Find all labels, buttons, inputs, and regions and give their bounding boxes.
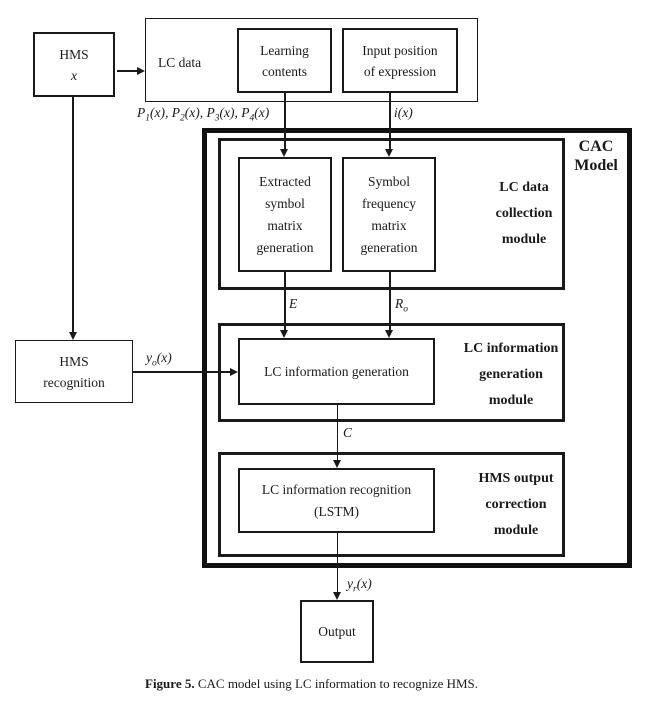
extracted-symbol-matrix-box: Extracted symbol matrix generation bbox=[238, 157, 332, 272]
cac-model-label: CAC Model bbox=[574, 138, 618, 174]
line-learning-to-extracted bbox=[284, 93, 286, 150]
hms-output-correction-module-box bbox=[218, 452, 565, 557]
lc-data-collection-module-label: LC data collection module bbox=[495, 180, 553, 247]
signal-e-label: E bbox=[289, 296, 298, 311]
arrow-hms-to-lcdata-shaft bbox=[117, 70, 138, 72]
arrow-to-output-head bbox=[332, 592, 341, 600]
lc-data-collection-module-box bbox=[218, 138, 565, 290]
learning-contents-label: Learning contents bbox=[260, 42, 309, 79]
line-c-signal bbox=[336, 405, 339, 461]
arrow-learning-to-extracted-head bbox=[280, 149, 289, 157]
output-box: Output bbox=[300, 600, 374, 663]
line-hms-to-recognition bbox=[72, 97, 74, 332]
figure-caption-text: CAC model using LC information to recogn… bbox=[197, 676, 479, 691]
lc-information-generation-module-label: LC information generation module bbox=[463, 341, 559, 408]
line-e-signal bbox=[284, 272, 286, 331]
figure-caption-number: Figure 5. bbox=[145, 676, 195, 691]
signal-yr-label: yr(x) bbox=[347, 576, 372, 595]
lc-information-recognition-box: LC information recognition (LSTM) bbox=[238, 468, 435, 533]
lc-information-generation-box: LC information generation bbox=[238, 338, 435, 405]
line-input-to-frequency bbox=[389, 93, 391, 150]
hms-output-correction-module-label: HMS output correction module bbox=[478, 471, 554, 538]
arrow-e-signal-head bbox=[280, 330, 289, 338]
arrow-ro-signal-head bbox=[385, 330, 394, 338]
output-label: Output bbox=[318, 624, 356, 639]
lc-information-generation-label: LC information generation bbox=[264, 364, 409, 379]
learning-contents-box: Learning contents bbox=[237, 28, 332, 93]
arrow-hms-to-recognition-head bbox=[68, 332, 77, 340]
line-to-output bbox=[336, 533, 339, 593]
input-position-label: Input position of expression bbox=[362, 42, 438, 79]
lc-information-recognition-label: LC information recognition (LSTM) bbox=[261, 481, 412, 519]
line-ro-signal bbox=[389, 272, 391, 331]
hms-recognition-label: HMS recognition bbox=[43, 353, 105, 390]
arrow-c-signal-head bbox=[332, 460, 341, 468]
signal-ro-label: Ro bbox=[395, 296, 408, 315]
signal-i-label: i(x) bbox=[394, 105, 413, 120]
arrow-input-to-frequency-head bbox=[385, 149, 394, 157]
arrow-recognition-to-generation-head bbox=[230, 367, 238, 376]
symbol-frequency-matrix-label: Symbol frequency matrix generation bbox=[360, 173, 418, 255]
cac-model-border bbox=[202, 128, 632, 568]
hms-recognition-box: HMS recognition bbox=[15, 340, 133, 403]
figure-caption: Figure 5. CAC model using LC information… bbox=[145, 676, 478, 692]
signal-c-label: C bbox=[343, 425, 353, 440]
signal-p-functions-label: P1(x), P2(x), P3(x), P4(x) bbox=[137, 105, 270, 124]
symbol-frequency-matrix-box: Symbol frequency matrix generation bbox=[342, 157, 436, 272]
arrow-hms-to-lcdata-head bbox=[137, 66, 145, 75]
line-recognition-to-generation bbox=[133, 371, 231, 373]
lc-data-label: LC data bbox=[158, 55, 202, 70]
signal-yo-label: yo(x) bbox=[146, 350, 172, 369]
input-position-box: Input position of expression bbox=[342, 28, 458, 93]
extracted-symbol-matrix-label: Extracted symbol matrix generation bbox=[256, 173, 314, 255]
